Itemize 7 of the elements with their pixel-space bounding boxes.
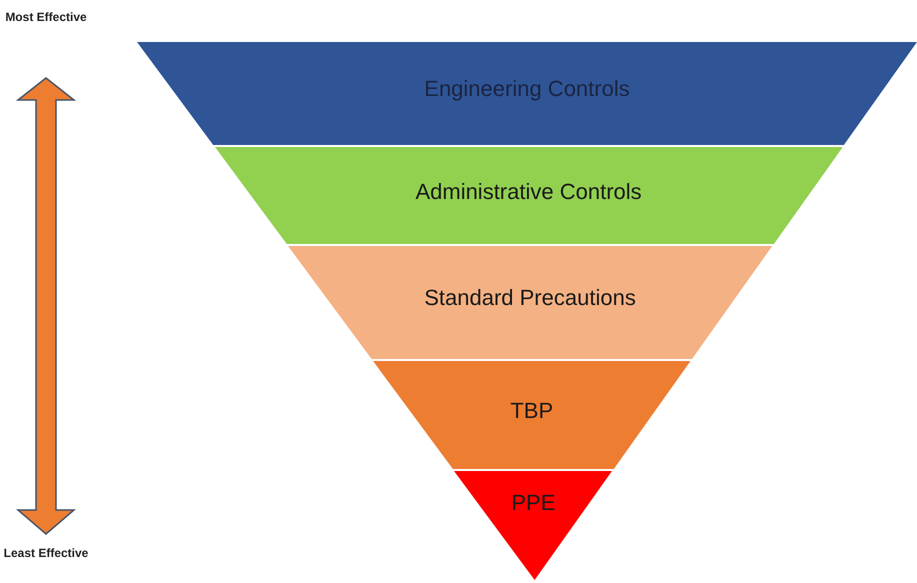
band-label: Administrative Controls	[414, 178, 643, 205]
band-label: Engineering Controls	[423, 76, 631, 102]
scale-end-label: Least Effective	[2, 546, 90, 561]
band-label: PPE	[510, 490, 556, 516]
band-label: TBP	[509, 398, 554, 424]
scale-end-label: Most Effective	[4, 10, 88, 25]
band-label: Standard Precautions	[423, 284, 637, 311]
